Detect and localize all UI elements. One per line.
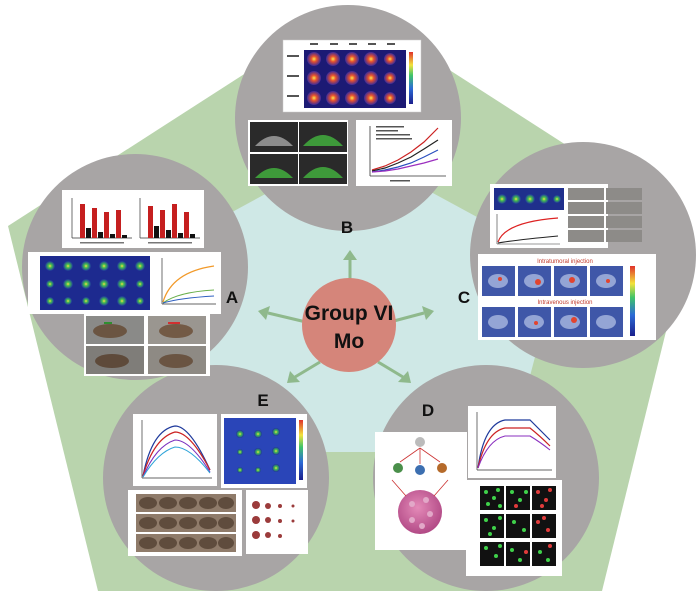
arrow-to-b-head <box>343 250 357 260</box>
panel-d-cell-staining <box>466 480 562 576</box>
panel-d-curve-chart <box>468 406 556 478</box>
panel-b-ultrasound <box>248 120 348 186</box>
center-title: Group VI <box>305 302 394 325</box>
section-label-d: D <box>422 401 434 420</box>
arrow-to-e <box>294 360 321 379</box>
panel-c-imaging-top <box>490 184 642 248</box>
panel-e-imaging <box>221 414 307 488</box>
panel-c-pa-imaging: Intratumoral injection Intravenous injec… <box>478 254 656 340</box>
section-label-b: B <box>341 218 353 237</box>
panel-d-schematic <box>375 432 467 550</box>
arrow-to-c-head <box>422 306 434 320</box>
panel-a-imaging-grid <box>28 252 156 314</box>
arrow-to-e-head <box>287 371 300 383</box>
panel-e-excised-tumors <box>246 490 308 554</box>
section-label-a: A <box>226 288 238 307</box>
panel-a <box>28 190 221 376</box>
panel-b-fluorescence-grid <box>282 39 422 113</box>
arrow-to-d <box>377 360 404 379</box>
panel-c-mouse-thumbnails <box>568 188 642 242</box>
panel-a-mouse-photos <box>84 314 210 376</box>
arrows <box>258 250 434 383</box>
center-subtitle: Mo <box>334 330 364 353</box>
panel-c-caption-top: Intratumoral injection <box>537 259 593 265</box>
arrow-to-a-head <box>258 306 270 320</box>
section-circle-b <box>235 5 461 231</box>
center-circle <box>302 278 396 372</box>
panel-b <box>248 39 452 186</box>
panel-e-curve-chart <box>133 414 217 486</box>
panel-a-bar-charts <box>62 190 204 248</box>
arrow-to-a <box>267 311 307 324</box>
panel-b-growth-chart <box>356 120 452 186</box>
section-label-c: C <box>458 288 470 307</box>
panel-e <box>128 414 308 556</box>
arrow-to-d-head <box>398 371 411 383</box>
panel-c: Intratumoral injection Intravenous injec… <box>478 184 656 340</box>
panel-e-mouse-photos <box>128 490 242 556</box>
panel-a-curve-chart <box>155 252 221 314</box>
section-label-e: E <box>257 391 268 410</box>
panel-d <box>375 406 562 576</box>
panel-c-caption-bottom: Intravenous injection <box>537 300 592 306</box>
